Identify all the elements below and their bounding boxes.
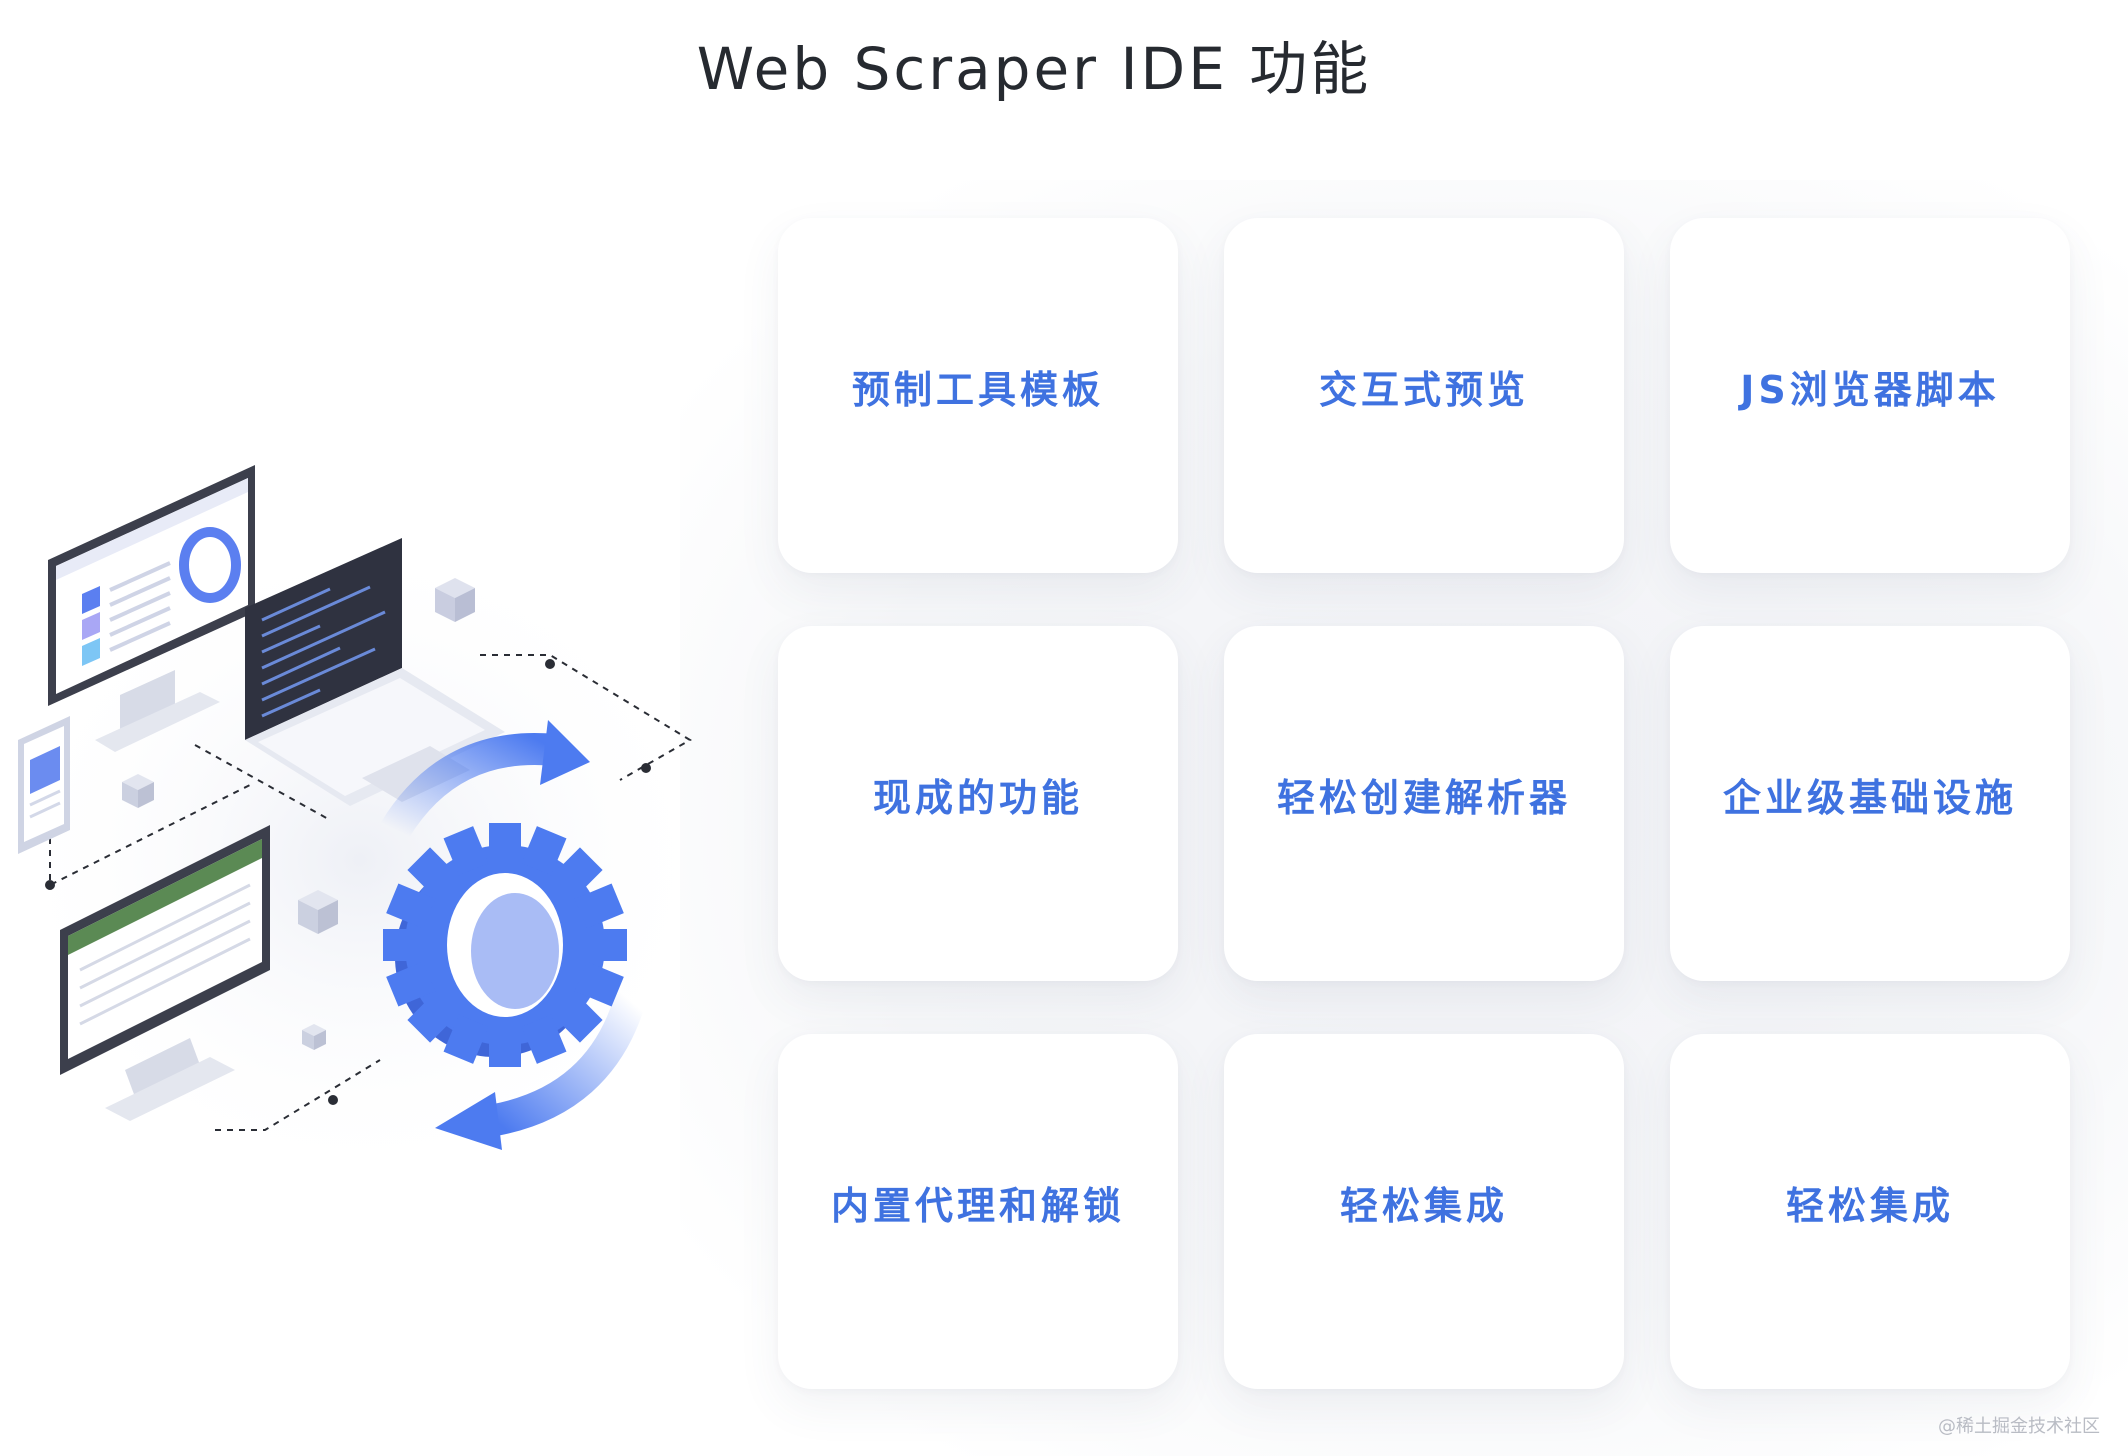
feature-card-easy-integration[interactable]: 轻松集成: [1224, 1034, 1624, 1389]
cycle-arrow-icon: [379, 720, 646, 1150]
watermark: @稀土掘金技术社区: [1938, 1416, 2100, 1437]
cube-icon: [122, 578, 475, 1050]
feature-card-ready-functions[interactable]: 现成的功能: [778, 626, 1178, 981]
feature-card-label: 内置代理和解锁: [830, 1184, 1125, 1228]
feature-card-label: 轻松创建解析器: [1276, 776, 1571, 820]
feature-card-easy-parser[interactable]: 轻松创建解析器: [1224, 626, 1624, 981]
feature-grid: 预制工具模板 交互式预览 JS浏览器脚本 现成的功能 轻松创建解析器 企业级基础…: [778, 218, 2070, 1389]
phone-icon: [18, 716, 70, 854]
spreadsheet-monitor-icon: [60, 825, 270, 1121]
feature-card-js-browser-scripts[interactable]: JS浏览器脚本: [1670, 218, 2070, 573]
laptop-icon: [245, 538, 505, 806]
feature-card-label: 轻松集成: [1785, 1184, 1954, 1228]
feature-card-label: 交互式预览: [1318, 368, 1529, 412]
feature-card-builtin-proxy-unlock[interactable]: 内置代理和解锁: [778, 1034, 1178, 1389]
feature-card-easy-integration-2[interactable]: 轻松集成: [1670, 1034, 2070, 1389]
page-title: Web Scraper IDE 功能: [696, 35, 1372, 103]
feature-card-label: 预制工具模板: [851, 368, 1104, 412]
connector-lines: [49, 654, 692, 1131]
feature-card-label: 企业级基础设施: [1722, 776, 2017, 820]
feature-card-label: JS浏览器脚本: [1740, 368, 2000, 412]
feature-card-interactive-preview[interactable]: 交互式预览: [1224, 218, 1624, 573]
desktop-monitor-icon: [48, 465, 255, 752]
feature-card-label: 轻松集成: [1339, 1184, 1508, 1228]
feature-card-enterprise-infrastructure[interactable]: 企业级基础设施: [1670, 626, 2070, 981]
feature-card-label: 现成的功能: [872, 776, 1083, 820]
feature-card-prebuilt-templates[interactable]: 预制工具模板: [778, 218, 1178, 573]
gear-icon: [383, 823, 627, 1067]
scraper-illustration: [0, 465, 720, 1190]
